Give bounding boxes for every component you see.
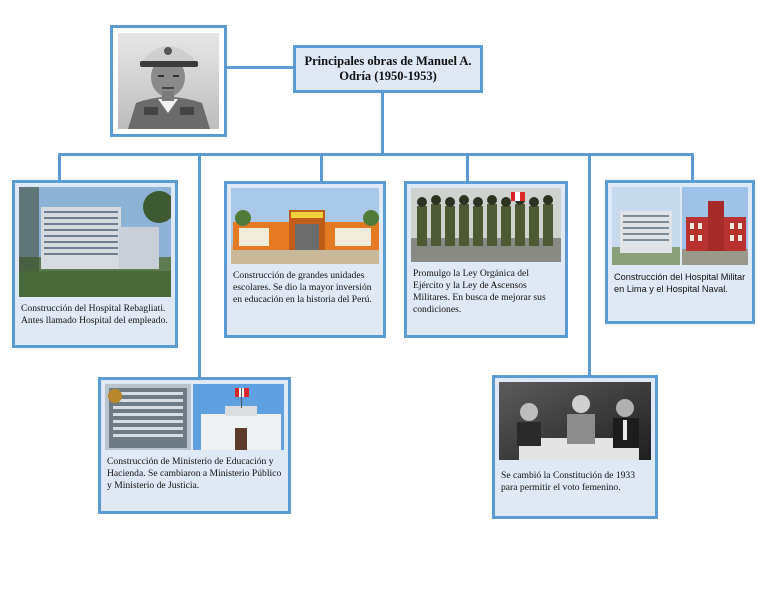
ejercito-photo: [411, 188, 561, 262]
connector-title-trunk: [381, 93, 384, 155]
connector-horizontal-bus: [58, 153, 694, 156]
caption-hospital-rebagliati: Construcción del Hospital Rebagliati. An…: [21, 303, 168, 326]
card-hospital-rebagliati: Construcción del Hospital Rebagliati. An…: [12, 180, 178, 348]
connector-drop-3: [466, 153, 469, 183]
connector-drop-1: [58, 153, 61, 182]
card-ministerio-educacion-hacienda: Construcción de Ministerio de Educación …: [98, 377, 291, 514]
caption-ministerio-educacion-hacienda: Construcción de Ministerio de Educación …: [107, 456, 282, 491]
connector-drop-2: [320, 153, 323, 183]
unidades-escolares-photo: [231, 188, 379, 264]
card-unidades-escolares: Construcción de grandes unidades escolar…: [224, 181, 386, 338]
caption-voto-femenino: Se cambió la Constitución de 1933 para p…: [501, 470, 636, 493]
portrait-frame: [110, 25, 227, 137]
hospital-rebagliati-photo: [19, 187, 171, 297]
card-voto-femenino: Se cambió la Constitución de 1933 para p…: [492, 375, 658, 519]
portrait-photo: [118, 33, 219, 129]
ministerio-photo: [105, 384, 284, 450]
connector-drop-5: [198, 153, 201, 379]
diagram-title: Principales obras de Manuel A. Odría (19…: [293, 45, 483, 93]
voto-femenino-photo: [499, 382, 651, 460]
card-hospital-militar-naval: Construcción del Hospital Militar en Lim…: [605, 180, 755, 324]
hospital-militar-naval-photo: [612, 187, 748, 265]
card-ley-organica-ejercito: Promulgo la Ley Orgánica del Ejército y …: [404, 181, 568, 338]
connector-drop-4: [691, 153, 694, 182]
connector-drop-6: [588, 153, 591, 376]
caption-unidades-escolares: Construcción de grandes unidades escolar…: [233, 270, 372, 305]
connector-portrait-title: [227, 66, 294, 69]
caption-ley-organica-ejercito: Promulgo la Ley Orgánica del Ejército y …: [413, 268, 546, 315]
caption-hospital-militar-naval: Construcción del Hospital Militar en Lim…: [614, 272, 746, 294]
